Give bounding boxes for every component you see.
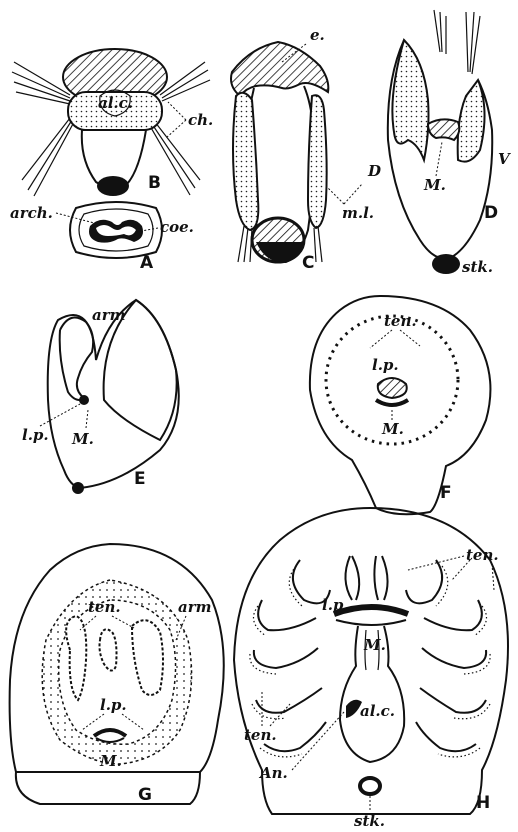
tentacle-right-g (132, 620, 163, 695)
letter-g: G (138, 785, 152, 805)
lobe-right-c (308, 95, 327, 228)
figure-a: arch. coe. A (10, 202, 194, 273)
stalk-h (360, 778, 380, 794)
stalk-b (97, 176, 129, 196)
stalk-d (432, 254, 460, 274)
figure-g: ten. arm l.p. M. G (10, 544, 224, 805)
figure-d: D V M. stk. D (367, 10, 511, 276)
mouth-f (376, 400, 408, 405)
arm-e (60, 318, 93, 401)
letter-a: A (140, 253, 154, 273)
label-e-lp: l.p. (22, 426, 49, 444)
figure-e: arm l.p. M. E (22, 300, 179, 494)
label-h-ten-left: ten. (244, 726, 277, 744)
letter-e: E (134, 469, 146, 489)
label-h-lp: l.p. (322, 596, 349, 614)
lophophore-f (378, 378, 407, 398)
label-g-lp: l.p. (100, 696, 127, 714)
figure-f: ten. l.p. M. F (310, 296, 491, 514)
label-h-ten-top: ten. (466, 546, 499, 564)
label-g-M: M. (99, 752, 122, 770)
body-e (48, 300, 179, 488)
tentacle-left-g (66, 616, 86, 700)
label-h-M: M. (363, 636, 386, 654)
label-h-alc: al.c. (360, 702, 395, 720)
label-c-e: e. (310, 26, 325, 44)
hatched-cap-c (231, 42, 328, 96)
figure-c: e. m.l. C (231, 26, 374, 273)
letter-b: B (148, 173, 161, 193)
label-g-ten: ten. (88, 598, 121, 616)
label-e-arm: arm (92, 306, 126, 324)
label-g-arm: arm (178, 598, 212, 616)
label-d-V: V (498, 150, 511, 168)
base-g (16, 772, 200, 804)
label-h-An: An. (258, 764, 288, 782)
label-b-ch: ch. (188, 111, 213, 129)
letter-c: C (302, 253, 314, 273)
label-a-arch: arch. (10, 204, 53, 222)
label-d-M: M. (423, 176, 446, 194)
label-e-M: M. (71, 430, 94, 448)
lobe-left-c (233, 93, 258, 230)
hatched-mouth-d (428, 119, 459, 140)
label-h-stk: stk. (354, 812, 385, 830)
label-f-lp: l.p. (372, 356, 399, 374)
label-f-M: M. (381, 420, 404, 438)
label-d-D: D (367, 162, 381, 180)
letter-h: H (476, 793, 490, 813)
tentacle-mid-g (100, 629, 117, 670)
ventral-lobe-d (458, 80, 485, 162)
label-a-coe: coe. (160, 218, 194, 236)
letter-f: F (440, 483, 452, 503)
letter-d: D (484, 203, 498, 223)
mouth-g (94, 730, 126, 736)
label-b-alc: al.c. (98, 94, 133, 112)
cilia-d (434, 10, 480, 74)
figure-b: al.c. ch. B (12, 49, 213, 196)
label-d-stk: stk. (462, 258, 493, 276)
tentacle-fringe-h (250, 566, 490, 757)
label-c-ml: m.l. (342, 204, 374, 222)
label-f-ten: ten. (384, 312, 417, 330)
figure-h: ten. l.p. M. al.c. ten. An. stk. H (234, 508, 508, 830)
